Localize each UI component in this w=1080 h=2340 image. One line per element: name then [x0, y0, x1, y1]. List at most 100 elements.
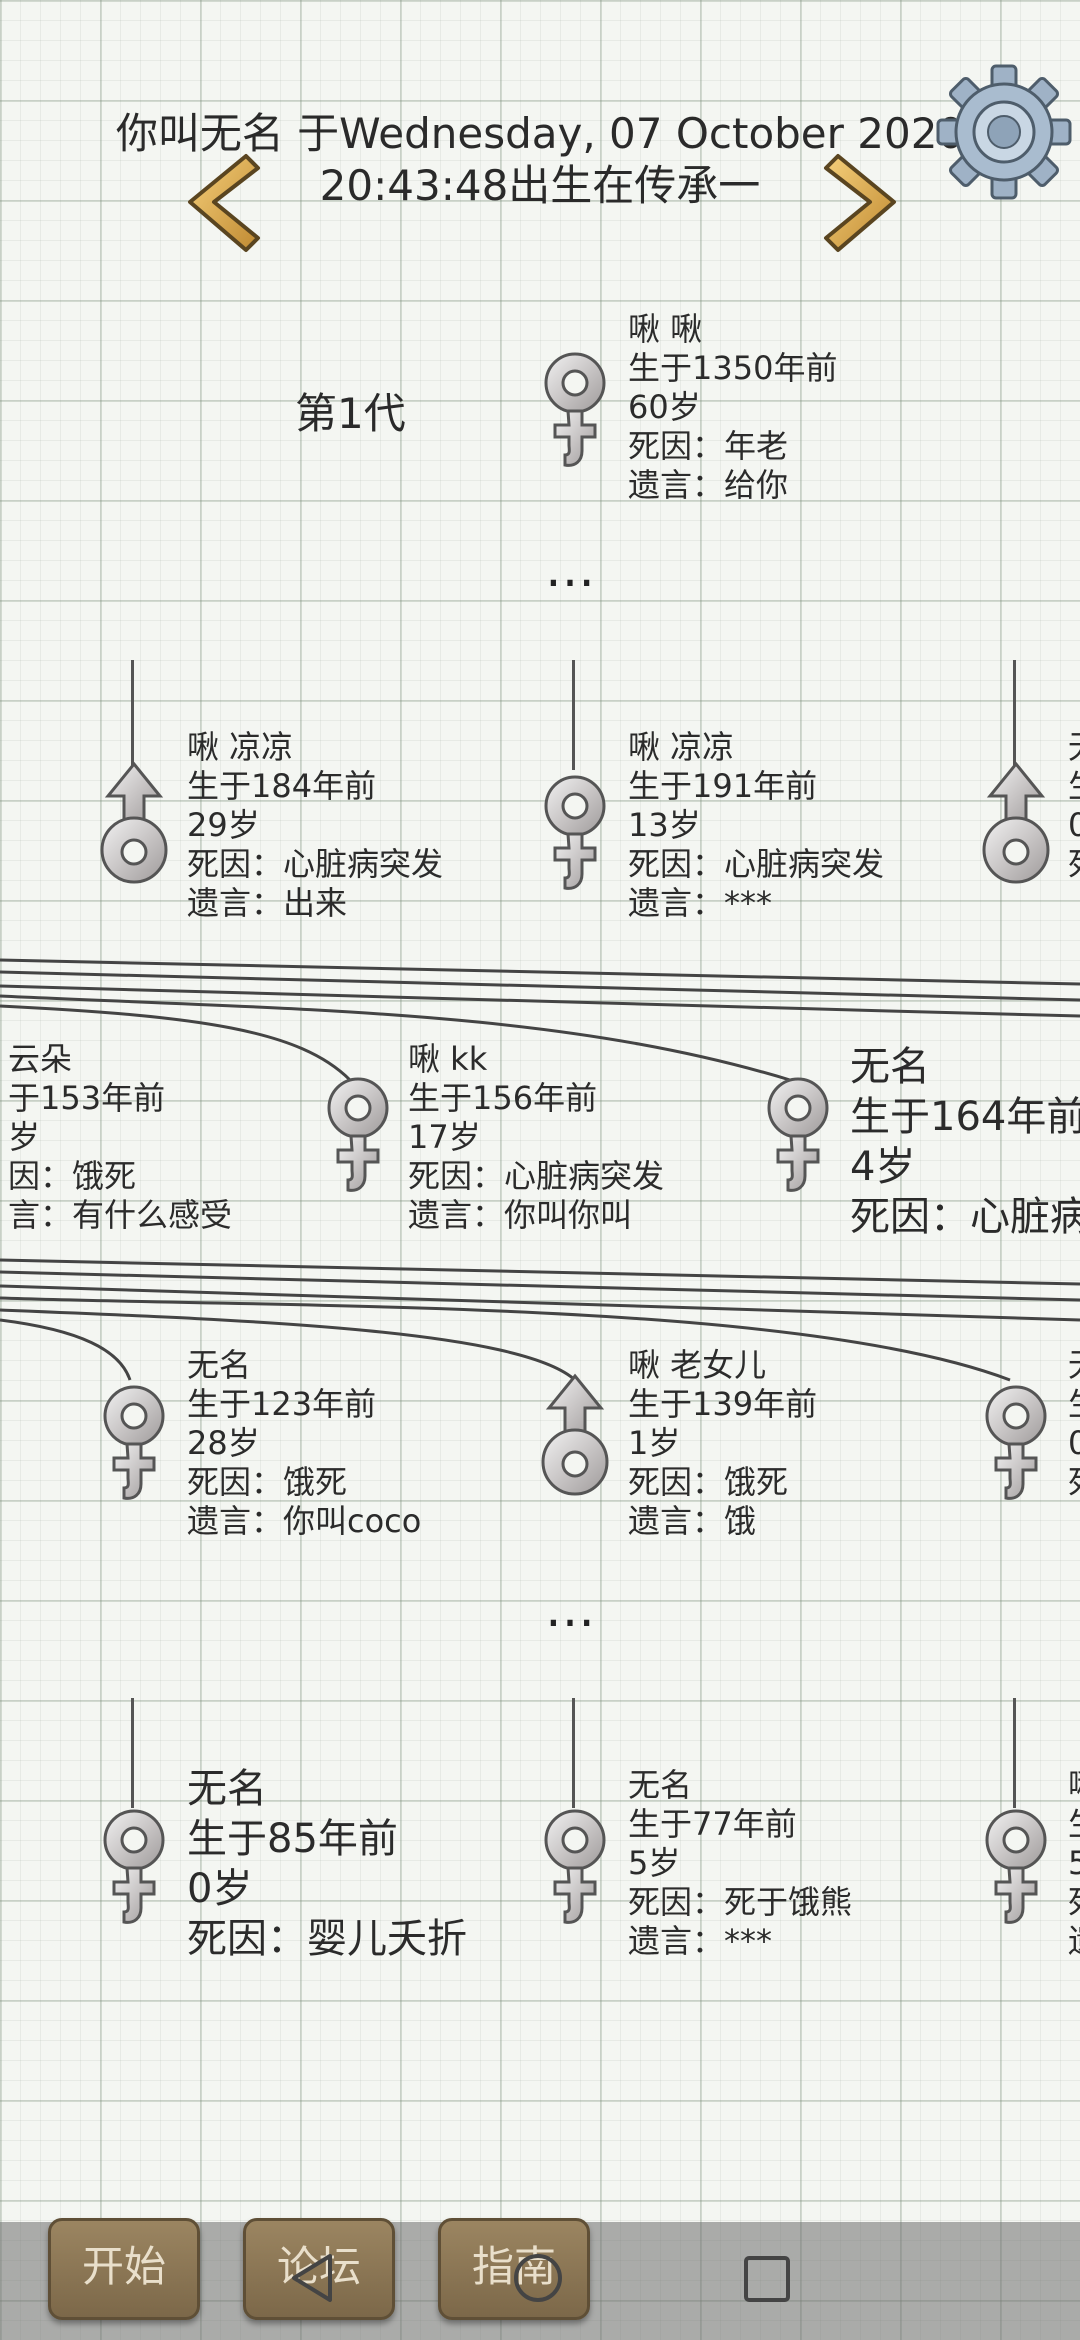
- founder-info: 啾 啾 生于1350年前 60岁 死因：年老 遗言：给你: [628, 310, 837, 505]
- hang-line: [131, 1698, 134, 1808]
- member-death: 死因：饿死: [628, 1463, 789, 1501]
- member-born: 生于85年前: [187, 1816, 398, 1862]
- ellipsis-1: …: [545, 540, 601, 598]
- hang-line: [1013, 1698, 1016, 1808]
- forum-button[interactable]: 论坛: [243, 2218, 395, 2320]
- member-death: 死因：心脏病突发: [408, 1157, 665, 1195]
- female-symbol-icon[interactable]: [976, 1378, 1056, 1508]
- member-will: 遗: [1068, 1922, 1080, 1961]
- member-info: 无名 生于164年前 4岁 死因：心脏病: [850, 1042, 1080, 1242]
- birth-info-line1: 你叫无名 于Wednesday, 07 October 2020: [115, 109, 965, 158]
- member-born: 生: [1068, 1385, 1080, 1424]
- back-icon[interactable]: [282, 2248, 342, 2308]
- member-will: 遗言：给你: [628, 466, 789, 504]
- member-info: 无名 生于123年前 28岁 死因：饿死 遗言：你叫coco: [187, 1346, 421, 1541]
- recent-apps-icon[interactable]: [740, 2252, 794, 2306]
- member-age: 0: [1068, 806, 1080, 844]
- member-born: 生于1350年前: [628, 349, 838, 387]
- member-death: 死因：心脏病突发: [187, 845, 444, 883]
- member-will: 遗言：你叫coco: [187, 1502, 422, 1540]
- female-symbol-icon[interactable]: [535, 345, 615, 475]
- female-symbol-icon[interactable]: [94, 1802, 174, 1932]
- member-name: 无名: [628, 1766, 693, 1804]
- member-born: 生于123年前: [187, 1385, 377, 1423]
- member-will: 遗言：***: [628, 1922, 773, 1960]
- member-age: 岁: [8, 1118, 41, 1156]
- member-born: 生于184年前: [187, 767, 377, 805]
- birth-info-line2: 20:43:48出生在传承一: [319, 161, 761, 210]
- member-will: 遗言：你叫你叫: [408, 1196, 633, 1234]
- member-death: 死: [1068, 1883, 1080, 1922]
- female-symbol-icon[interactable]: [976, 1802, 1056, 1932]
- female-symbol-icon[interactable]: [758, 1070, 838, 1200]
- member-info: 啾 kk 生于156年前 17岁 死因：心脏病突发 遗言：你叫你叫: [408, 1040, 664, 1235]
- member-info: 云朵 于153年前 岁 因：饿死 言：有什么感受: [8, 1040, 232, 1235]
- generation-label: 第1代: [295, 389, 406, 438]
- member-age: 5岁: [628, 1844, 681, 1882]
- member-born: 生于191年前: [628, 767, 818, 805]
- member-death: 死因：死于饿熊: [628, 1883, 853, 1921]
- member-death: 死: [1068, 845, 1080, 884]
- member-death: 因：饿死: [8, 1157, 137, 1195]
- member-age: 17岁: [408, 1118, 481, 1156]
- member-name: 无名: [850, 1044, 930, 1090]
- hang-line: [572, 1698, 575, 1808]
- gear-icon[interactable]: [934, 62, 1074, 202]
- member-name: 云朵: [8, 1040, 73, 1078]
- start-button[interactable]: 开始: [48, 2218, 200, 2320]
- member-death: 死因：心脏病: [850, 1194, 1080, 1240]
- member-born: 生于139年前: [628, 1385, 818, 1423]
- male-symbol-icon[interactable]: [976, 760, 1056, 890]
- home-icon[interactable]: [508, 2248, 568, 2308]
- member-will: 遗言：***: [628, 884, 773, 922]
- member-name: 啾 凉凉: [187, 728, 294, 766]
- member-will: 言：有什么感受: [8, 1196, 233, 1234]
- member-will: 遗言：饿: [628, 1502, 757, 1540]
- member-age: 13岁: [628, 806, 701, 844]
- hang-line: [1013, 660, 1016, 770]
- member-info: 啾 凉凉 生于191年前 13岁 死因：心脏病突发 遗言：***: [628, 728, 884, 923]
- next-arrow-icon[interactable]: [818, 150, 908, 260]
- member-death: 死因：心脏病突发: [628, 845, 885, 883]
- female-symbol-icon[interactable]: [94, 1378, 174, 1508]
- member-name: 啾 kk: [408, 1040, 488, 1078]
- member-name: 啾: [1068, 1766, 1080, 1805]
- member-name: 啾 老女儿: [628, 1346, 767, 1384]
- member-info: 无名 生于85年前 0岁 死因：婴儿夭折: [187, 1764, 467, 1964]
- member-info: 啾 生 5 死 遗: [1068, 1766, 1080, 1961]
- member-info: 无 生 0 死: [1068, 728, 1080, 884]
- member-born: 生于156年前: [408, 1079, 598, 1117]
- member-age: 0岁: [187, 1866, 253, 1912]
- guide-button[interactable]: 指南: [438, 2218, 590, 2320]
- member-info: 无 生 0 死: [1068, 1346, 1080, 1502]
- member-age: 60岁: [628, 388, 701, 426]
- member-info: 无名 生于77年前 5岁 死因：死于饿熊 遗言：***: [628, 1766, 852, 1961]
- member-death: 死因：婴儿夭折: [187, 1916, 467, 1962]
- member-age: 1岁: [628, 1424, 681, 1462]
- member-death: 死因：饿死: [187, 1463, 348, 1501]
- member-age: 4岁: [850, 1144, 916, 1190]
- member-age: 5: [1068, 1844, 1080, 1882]
- member-born: 生: [1068, 767, 1080, 806]
- female-symbol-icon[interactable]: [318, 1070, 398, 1200]
- male-symbol-icon[interactable]: [535, 1372, 615, 1502]
- member-name: 无名: [187, 1766, 267, 1812]
- member-name: 啾 凉凉: [628, 728, 735, 766]
- female-symbol-icon[interactable]: [535, 768, 615, 898]
- member-born: 于153年前: [8, 1079, 166, 1117]
- female-symbol-icon[interactable]: [535, 1802, 615, 1932]
- member-death: 死: [1068, 1463, 1080, 1502]
- previous-arrow-icon[interactable]: [176, 150, 266, 260]
- member-age: 0: [1068, 1424, 1080, 1462]
- hang-line: [572, 660, 575, 770]
- member-age: 28岁: [187, 1424, 260, 1462]
- ellipsis-2: …: [545, 1580, 601, 1638]
- member-info: 啾 老女儿 生于139年前 1岁 死因：饿死 遗言：饿: [628, 1346, 817, 1541]
- member-name: 无: [1068, 728, 1080, 767]
- male-symbol-icon[interactable]: [94, 760, 174, 890]
- member-name: 无名: [187, 1346, 252, 1384]
- member-born: 生: [1068, 1805, 1080, 1844]
- lineage-connectors: [0, 958, 1080, 1082]
- member-info: 啾 凉凉 生于184年前 29岁 死因：心脏病突发 遗言：出来: [187, 728, 443, 923]
- member-will: 遗言：出来: [187, 884, 348, 922]
